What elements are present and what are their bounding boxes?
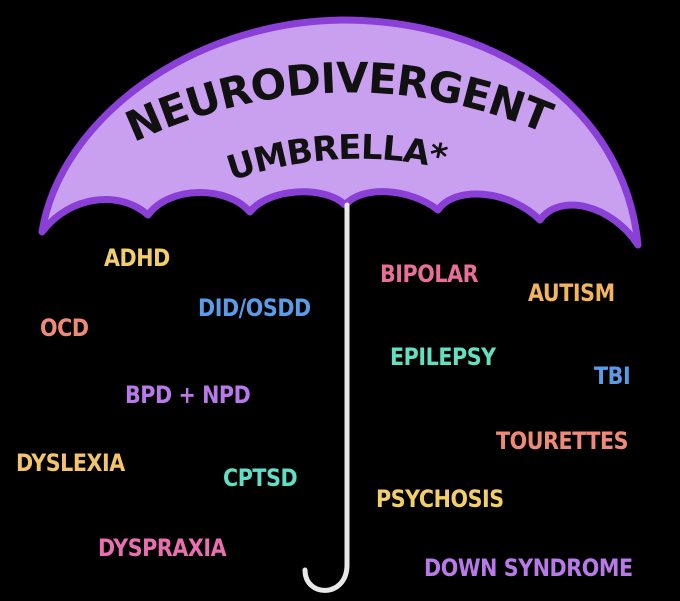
condition-adhd: ADHD bbox=[104, 244, 170, 272]
condition-ocd: OCD bbox=[40, 314, 89, 342]
condition-dyslexia: DYSLEXIA bbox=[16, 449, 125, 477]
condition-cptsd: CPTSD bbox=[223, 464, 298, 492]
condition-psychosis: PSYCHOSIS bbox=[376, 485, 504, 513]
condition-did-osdd: DID/OSDD bbox=[198, 294, 311, 322]
umbrella-canopy bbox=[38, 16, 642, 249]
umbrella-handle bbox=[302, 202, 350, 593]
condition-down-syndrome: DOWN SYNDROME bbox=[424, 554, 633, 582]
condition-tbi: TBI bbox=[594, 362, 631, 390]
condition-bipolar: BIPOLAR bbox=[380, 260, 479, 288]
condition-epilepsy: EPILEPSY bbox=[390, 343, 496, 371]
condition-bpd-npd: BPD + NPD bbox=[125, 381, 251, 409]
condition-tourettes: TOURETTES bbox=[496, 427, 629, 455]
condition-autism: AUTISM bbox=[528, 279, 615, 307]
condition-dyspraxia: DYSPRAXIA bbox=[98, 534, 227, 562]
